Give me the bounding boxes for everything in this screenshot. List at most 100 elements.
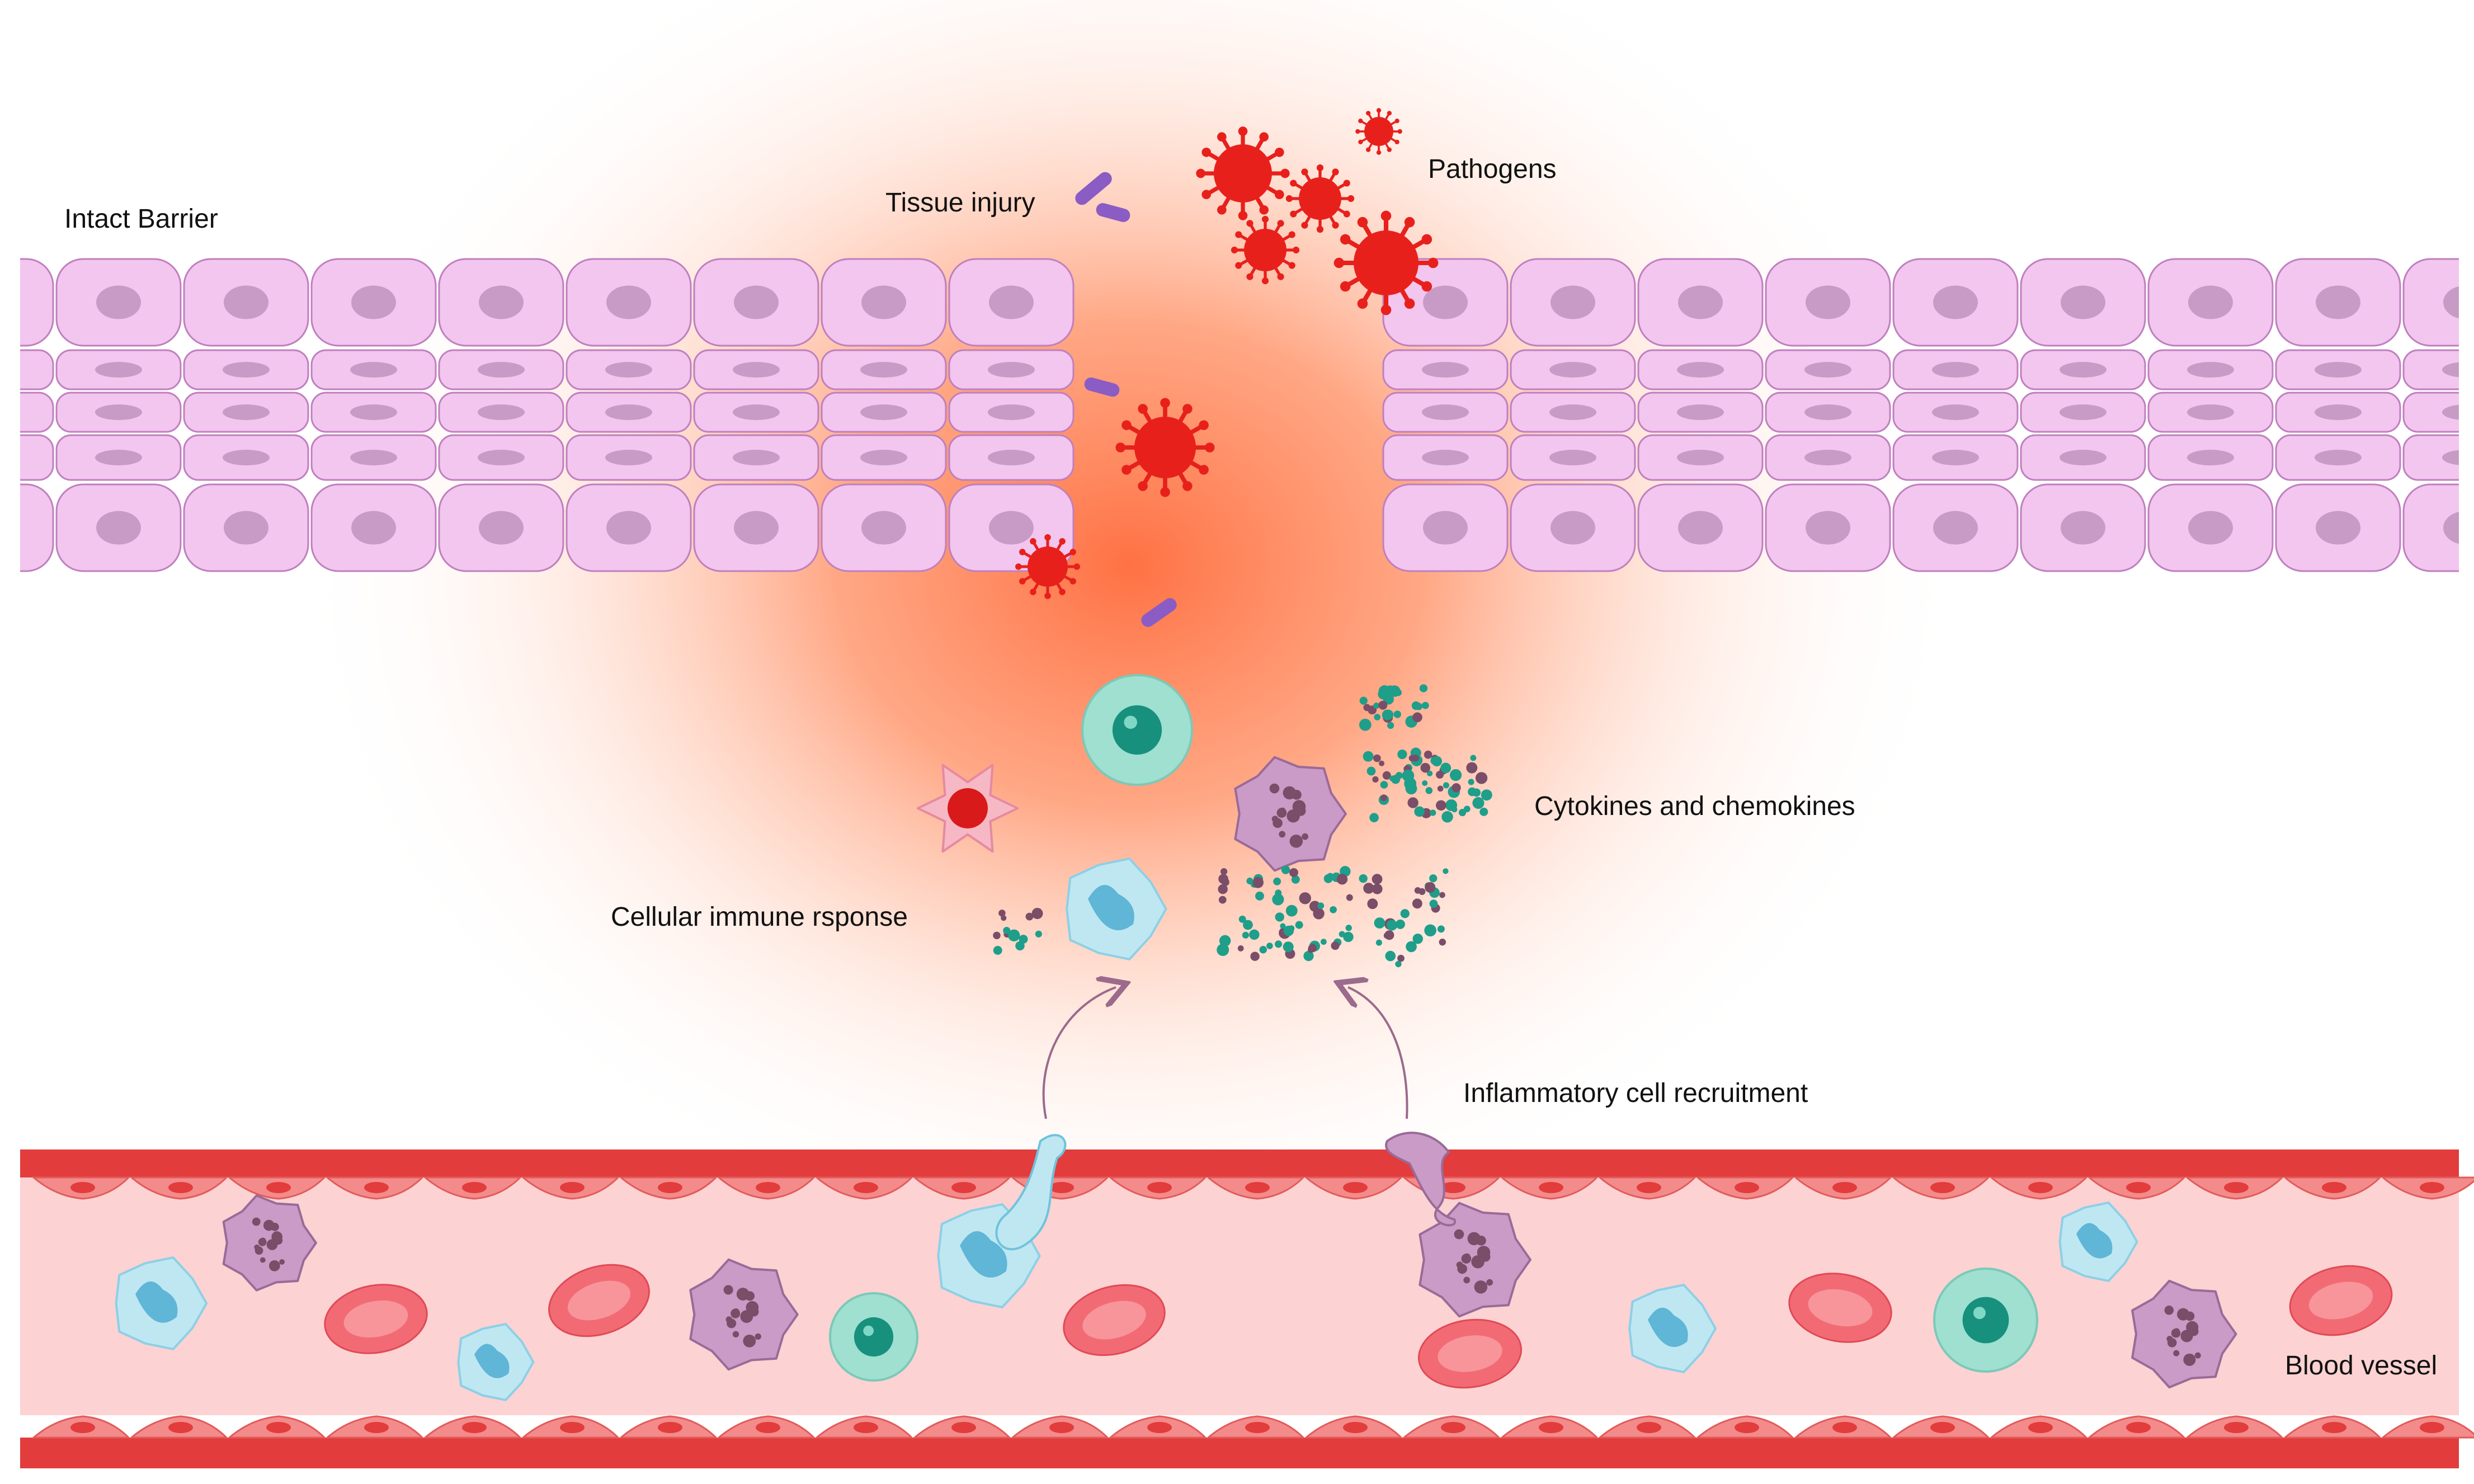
endothelial-nucleus bbox=[462, 1182, 487, 1193]
endothelial-nucleus bbox=[1245, 1182, 1270, 1193]
virus-particle bbox=[1333, 210, 1439, 315]
lymphocyte bbox=[1933, 1268, 2038, 1373]
epithelial-nucleus bbox=[989, 285, 1034, 319]
epithelial-nucleus bbox=[2315, 450, 2362, 465]
label-pathogens: Pathogens bbox=[1428, 154, 1557, 184]
cytokine-dot bbox=[1393, 710, 1401, 718]
cytokine-dot bbox=[1425, 787, 1433, 794]
virus-particle bbox=[1231, 215, 1300, 285]
cytokine-dot bbox=[1395, 919, 1405, 929]
cytokine-dot bbox=[1291, 875, 1300, 884]
cytokine-dot bbox=[1249, 929, 1260, 940]
cytokine-dot bbox=[1317, 902, 1325, 910]
blood-vessel bbox=[20, 1149, 2474, 1468]
epithelial-nucleus bbox=[1933, 511, 1978, 545]
cytokine-dot bbox=[1303, 950, 1314, 962]
cytokine-dot bbox=[998, 910, 1006, 917]
endothelium-bottom bbox=[31, 1415, 2474, 1439]
cytokine-dot bbox=[1466, 762, 1478, 774]
cytokine-dot bbox=[1218, 884, 1228, 894]
red-blood-cell bbox=[2289, 1265, 2393, 1336]
macrophage bbox=[2131, 1279, 2237, 1389]
cytokine-dot bbox=[1373, 754, 1381, 762]
epithelial-nucleus bbox=[2061, 511, 2105, 545]
epithelial-nucleus bbox=[1677, 404, 1724, 420]
endothelial-nucleus bbox=[168, 1422, 193, 1433]
epithelial-nucleus bbox=[1423, 285, 1468, 319]
cytokine-dot bbox=[1379, 760, 1385, 766]
neutrophil bbox=[2058, 1202, 2138, 1282]
cytokine-dot bbox=[1320, 939, 1327, 945]
endothelial-nucleus bbox=[2126, 1182, 2151, 1193]
endothelial-nucleus bbox=[658, 1182, 682, 1193]
endothelial-nucleus bbox=[2224, 1182, 2249, 1193]
cytokine-dot bbox=[1374, 714, 1381, 720]
epithelial-nucleus bbox=[605, 450, 652, 465]
cytokine-dot bbox=[1436, 771, 1444, 779]
epithelial-barrier-right bbox=[1382, 258, 2474, 572]
cytokine-dot bbox=[1425, 882, 1436, 893]
epithelial-nucleus bbox=[2187, 362, 2234, 378]
bacterium bbox=[1075, 172, 1112, 205]
cytokine-dot bbox=[1243, 920, 1253, 930]
cytokine-dot bbox=[1259, 945, 1267, 954]
cytokine-dot bbox=[1387, 722, 1394, 729]
cytokine-dot bbox=[1440, 762, 1452, 774]
cytokine-dot bbox=[1281, 865, 1290, 874]
bacterium bbox=[1084, 377, 1120, 397]
epithelial-nucleus bbox=[1804, 450, 1851, 465]
cytokine-dot bbox=[1463, 805, 1471, 813]
inflammation-glow bbox=[291, 0, 1969, 1259]
red-blood-cell bbox=[1063, 1284, 1166, 1356]
epithelial-nucleus bbox=[351, 285, 396, 319]
cytokine-dot bbox=[1217, 944, 1229, 957]
cytokine-dot bbox=[1035, 930, 1042, 937]
epithelial-nucleus bbox=[223, 362, 270, 378]
endothelial-nucleus bbox=[2126, 1422, 2151, 1433]
label-inflammatory-recruitment: Inflammatory cell recruitment bbox=[1463, 1078, 1808, 1108]
cytokine-dot bbox=[1437, 925, 1445, 933]
epithelial-nucleus bbox=[96, 511, 141, 545]
epithelial-nucleus bbox=[224, 511, 268, 545]
epithelial-nucleus bbox=[605, 362, 652, 378]
endothelial-nucleus bbox=[1832, 1422, 1857, 1433]
neutrophil bbox=[1628, 1284, 1717, 1373]
epithelial-nucleus bbox=[606, 511, 651, 545]
virus-particle bbox=[1115, 398, 1215, 497]
endothelial-nucleus bbox=[560, 1182, 585, 1193]
cytokine-dot bbox=[1336, 874, 1348, 885]
epithelial-nucleus bbox=[733, 362, 780, 378]
red-blood-cell bbox=[324, 1284, 428, 1354]
endothelial-nucleus bbox=[462, 1422, 487, 1433]
cytokine-dot bbox=[1384, 685, 1397, 698]
epithelial-nucleus bbox=[479, 285, 524, 319]
cytokine-dot bbox=[993, 946, 1002, 955]
cytokine-dot bbox=[1412, 934, 1423, 944]
epithelial-nucleus bbox=[95, 450, 142, 465]
cytokine-dot bbox=[1429, 899, 1438, 908]
cytokine-dot bbox=[1359, 874, 1368, 883]
cytokine-dot bbox=[1219, 935, 1231, 947]
cytokine-dot bbox=[1449, 769, 1462, 781]
cytokine-dot bbox=[1430, 756, 1439, 765]
extravasating-macrophage bbox=[1385, 1132, 1457, 1227]
epithelial-nucleus bbox=[1804, 404, 1851, 420]
epithelial-nucleus bbox=[350, 404, 397, 420]
endothelial-nucleus bbox=[854, 1422, 878, 1433]
vessel-wall-bottom bbox=[20, 1438, 2459, 1468]
macrophage bbox=[1419, 1202, 1531, 1318]
endothelial-nucleus bbox=[1147, 1182, 1172, 1193]
cytokine-dot bbox=[1372, 874, 1383, 885]
cytokine-dot bbox=[1369, 813, 1379, 823]
epithelial-nucleus bbox=[1804, 362, 1851, 378]
endothelial-nucleus bbox=[2420, 1422, 2444, 1433]
cytokine-dot bbox=[1218, 874, 1228, 884]
macrophage bbox=[1234, 756, 1347, 872]
epithelial-nucleus bbox=[478, 362, 525, 378]
epithelial-nucleus bbox=[605, 404, 652, 420]
epithelial-nucleus bbox=[95, 362, 142, 378]
endothelial-nucleus bbox=[1441, 1182, 1465, 1193]
cytokine-dot bbox=[1429, 874, 1438, 883]
cytokine-dot bbox=[1439, 939, 1446, 946]
endothelial-nucleus bbox=[1930, 1422, 1955, 1433]
